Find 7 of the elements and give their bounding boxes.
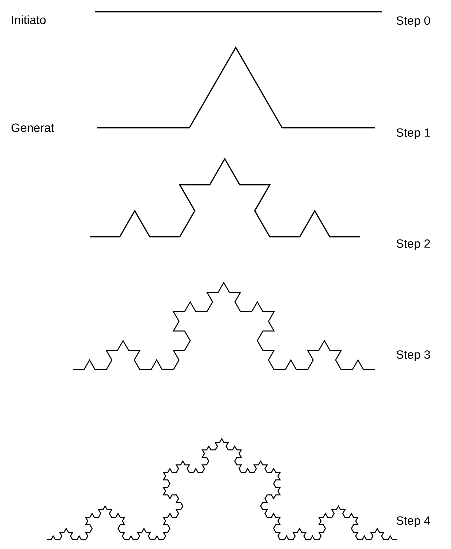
- caption-text: Step 1: [396, 128, 430, 140]
- caption-text: Step 3: [396, 350, 430, 362]
- caption-text: Step 2: [396, 240, 430, 250]
- caption-text: Step 4: [396, 516, 430, 528]
- caption-text: Step 0: [396, 16, 430, 28]
- caption-text: Initiato: [12, 16, 46, 24]
- caption-text: Generat: [12, 124, 54, 132]
